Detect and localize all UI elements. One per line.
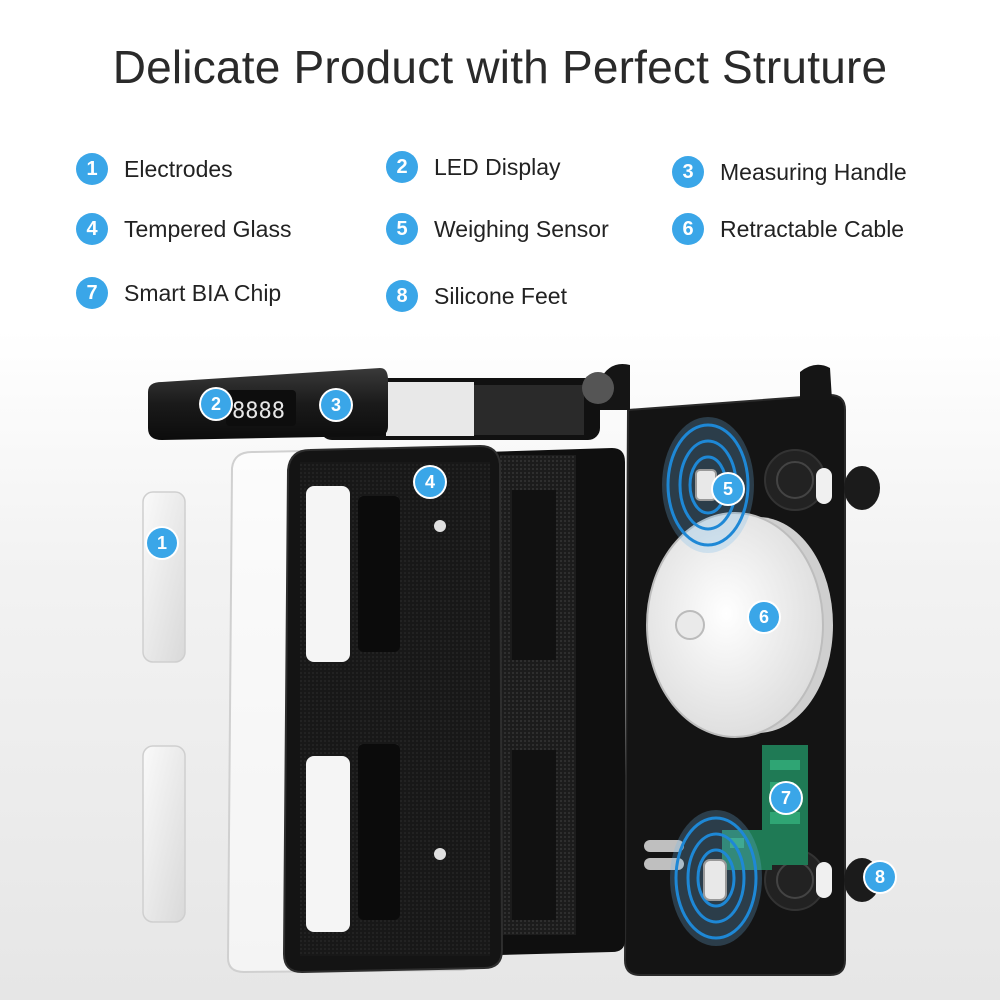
marker-measuring-handle: 3	[321, 390, 351, 420]
legend-badge: 4	[76, 213, 108, 245]
marker-silicone-feet: 8	[865, 862, 895, 892]
electrode-top	[142, 491, 186, 663]
cable-spool	[646, 512, 833, 738]
legend-item-silicone-feet: 8 Silicone Feet	[386, 279, 567, 313]
sensor-rod	[644, 840, 684, 870]
weighing-sensor-bottom	[670, 810, 762, 946]
legend-badge: 5	[386, 213, 418, 245]
legend-badge: 1	[76, 153, 108, 185]
marker-bia-chip: 7	[771, 783, 801, 813]
legend-badge: 6	[672, 213, 704, 245]
handle-led-digits: 8888	[232, 399, 285, 424]
legend-label: LED Display	[434, 153, 561, 180]
legend-item-weighing-sensor: 5 Weighing Sensor	[386, 212, 609, 246]
legend-item-measuring-handle: 3 Measuring Handle	[672, 155, 907, 189]
page-title: Delicate Product with Perfect Struture	[112, 41, 888, 93]
legend-label: Tempered Glass	[124, 215, 292, 242]
silicone-foot	[844, 466, 880, 902]
top-plate	[282, 444, 504, 974]
legend-label: Smart BIA Chip	[124, 279, 282, 306]
electrode-bottom	[142, 745, 186, 923]
legend-item-tempered-glass: 4 Tempered Glass	[76, 212, 291, 246]
legend-badge: 8	[386, 280, 418, 312]
legend-badge: 7	[76, 277, 108, 309]
marker-tempered-glass: 4	[415, 467, 445, 497]
legend-item-smart-bia-chip: 7 Smart BIA Chip	[76, 276, 281, 310]
legend-badge: 3	[672, 156, 704, 188]
legend-item-led-display: 2 LED Display	[386, 150, 561, 184]
marker-retractable-cable: 6	[749, 602, 779, 632]
legend-label: Measuring Handle	[720, 158, 907, 185]
legend-label: Electrodes	[124, 155, 233, 182]
legend-label: Silicone Feet	[434, 282, 567, 309]
legend-label: Weighing Sensor	[434, 215, 609, 242]
legend-item-electrodes: 1 Electrodes	[76, 152, 233, 186]
marker-weighing-sensor: 5	[713, 474, 743, 504]
measuring-handle: 8888	[148, 368, 614, 440]
legend-label: Retractable Cable	[720, 215, 905, 242]
marker-electrodes: 1	[147, 528, 177, 558]
marker-led-display: 2	[201, 389, 231, 419]
legend-badge: 2	[386, 151, 418, 183]
middle-plate	[485, 448, 625, 955]
legend-item-retractable-cable: 6 Retractable Cable	[672, 212, 904, 246]
